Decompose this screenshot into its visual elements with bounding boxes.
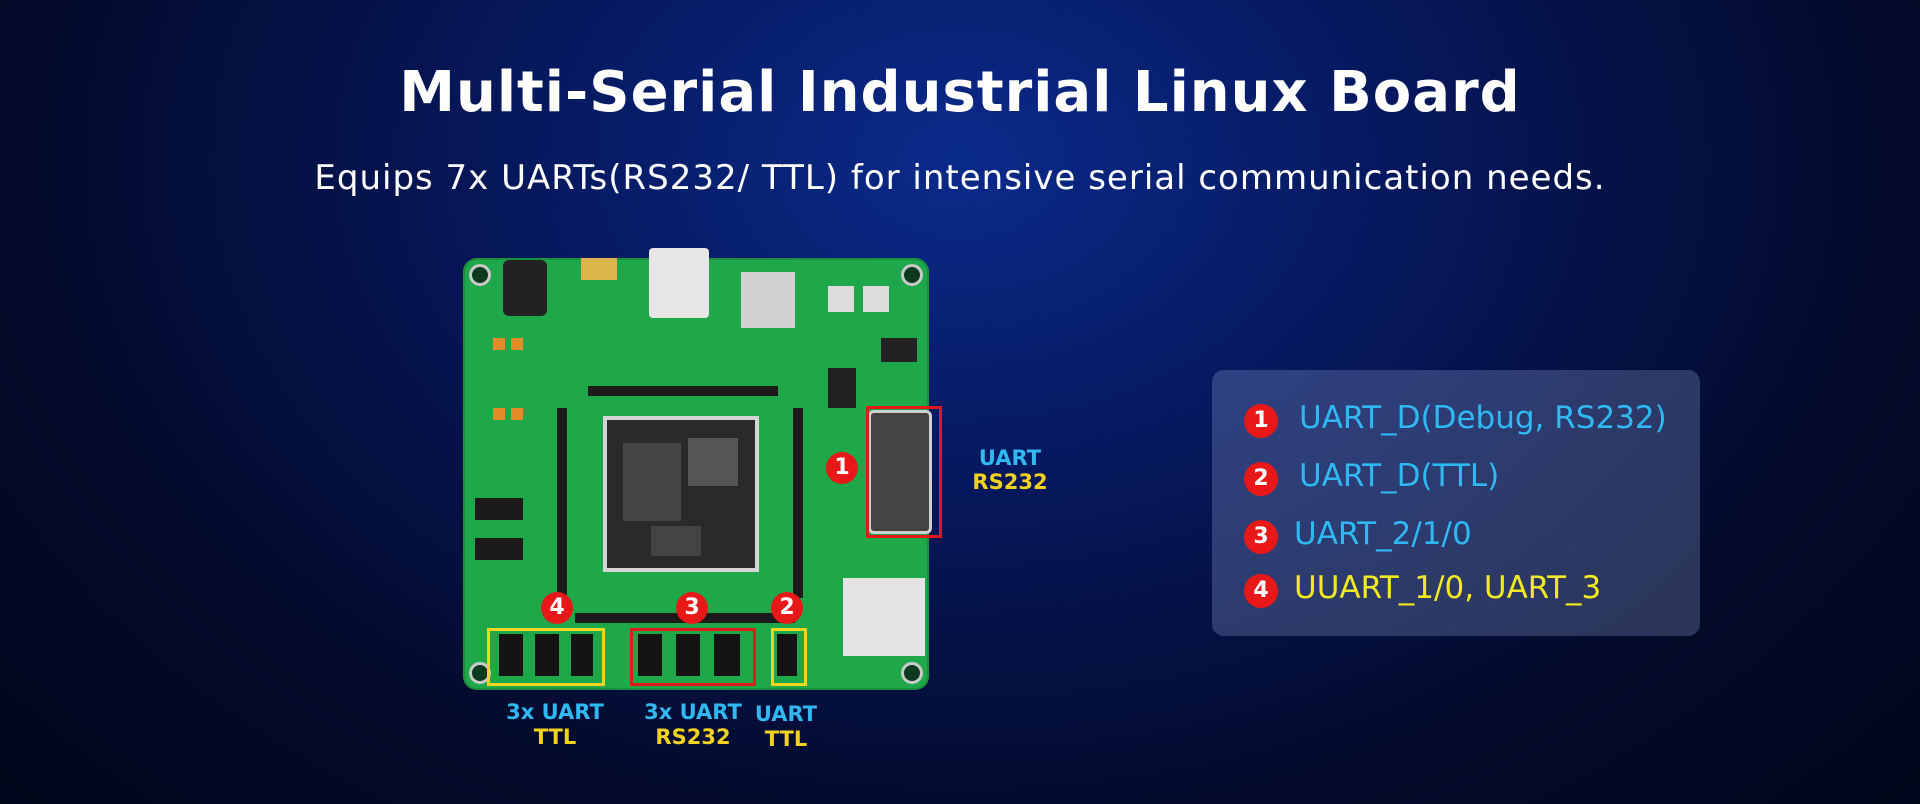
mount-hole <box>901 264 923 286</box>
usb-host-port <box>649 248 709 318</box>
page-subtitle: Equips 7x UARTs(RS232/ TTL) for intensiv… <box>314 158 1606 198</box>
legend-badge: 3 <box>1244 520 1278 554</box>
board-image: 1 4 3 2 <box>463 248 942 690</box>
uart-header <box>571 634 593 676</box>
legend-panel: 1 UART_D(Debug, RS232) 2 UART_D(TTL) 3 U… <box>1212 370 1700 636</box>
db9-connector <box>868 410 932 534</box>
pin-header <box>475 538 523 560</box>
rs232-chip <box>881 338 917 362</box>
callout-badge-2: 2 <box>771 592 803 624</box>
pin-header <box>475 498 523 520</box>
uart-header <box>777 634 797 676</box>
highlight-box <box>487 628 605 686</box>
callout-label-3-line1: 3x UART <box>644 700 742 724</box>
highlight-box <box>771 628 807 686</box>
callout-label-4-line1: 3x UART <box>506 700 604 724</box>
callout-label-3-line2: RS232 <box>655 725 731 749</box>
page-title: Multi-Serial Industrial Linux Board <box>399 60 1521 125</box>
mount-hole <box>901 662 923 684</box>
pin-header <box>557 408 567 598</box>
capacitor <box>493 338 505 350</box>
reset-button <box>828 286 854 312</box>
cpu-chip <box>688 438 738 486</box>
memory-chip <box>623 443 681 521</box>
legend-badge: 2 <box>1244 462 1278 496</box>
callout-label-1-line1: UART <box>978 446 1042 470</box>
rs232-chip <box>828 368 856 408</box>
legend-text: UART_D(TTL) <box>1299 458 1500 494</box>
uart-header <box>676 634 700 676</box>
highlight-box <box>866 406 942 538</box>
uart-header <box>499 634 523 676</box>
pin-header <box>588 386 778 396</box>
capacitor <box>493 408 505 420</box>
dc-power-jack <box>503 260 547 316</box>
uart-header <box>714 634 740 676</box>
user-button <box>863 286 889 312</box>
uart-header <box>535 634 559 676</box>
nand-chip <box>651 526 701 556</box>
legend-badge: 4 <box>1244 574 1278 608</box>
highlight-box <box>630 628 756 686</box>
mount-hole <box>469 264 491 286</box>
pin-header <box>793 408 803 598</box>
callout-badge-3: 3 <box>676 592 708 624</box>
callout-label-1-line2: RS232 <box>972 470 1048 494</box>
callout-badge-4: 4 <box>541 592 573 624</box>
callout-label-4-line2: TTL <box>533 725 577 749</box>
legend-badge: 1 <box>1244 404 1278 438</box>
legend-text: UART_2/1/0 <box>1294 516 1472 552</box>
callout-label-2-line1: UART <box>754 702 818 726</box>
legend-text: UART_D(Debug, RS232) <box>1299 400 1667 436</box>
uart-header <box>638 634 662 676</box>
ethernet-port <box>843 578 925 656</box>
micro-sd-slot <box>741 272 795 328</box>
capacitor <box>511 338 523 350</box>
callout-badge-1: 1 <box>826 452 858 484</box>
mini-usb-port <box>581 258 617 280</box>
legend-text: UUART_1/0, UART_3 <box>1294 570 1602 606</box>
capacitor <box>511 408 523 420</box>
callout-label-2-line2: TTL <box>764 727 808 751</box>
